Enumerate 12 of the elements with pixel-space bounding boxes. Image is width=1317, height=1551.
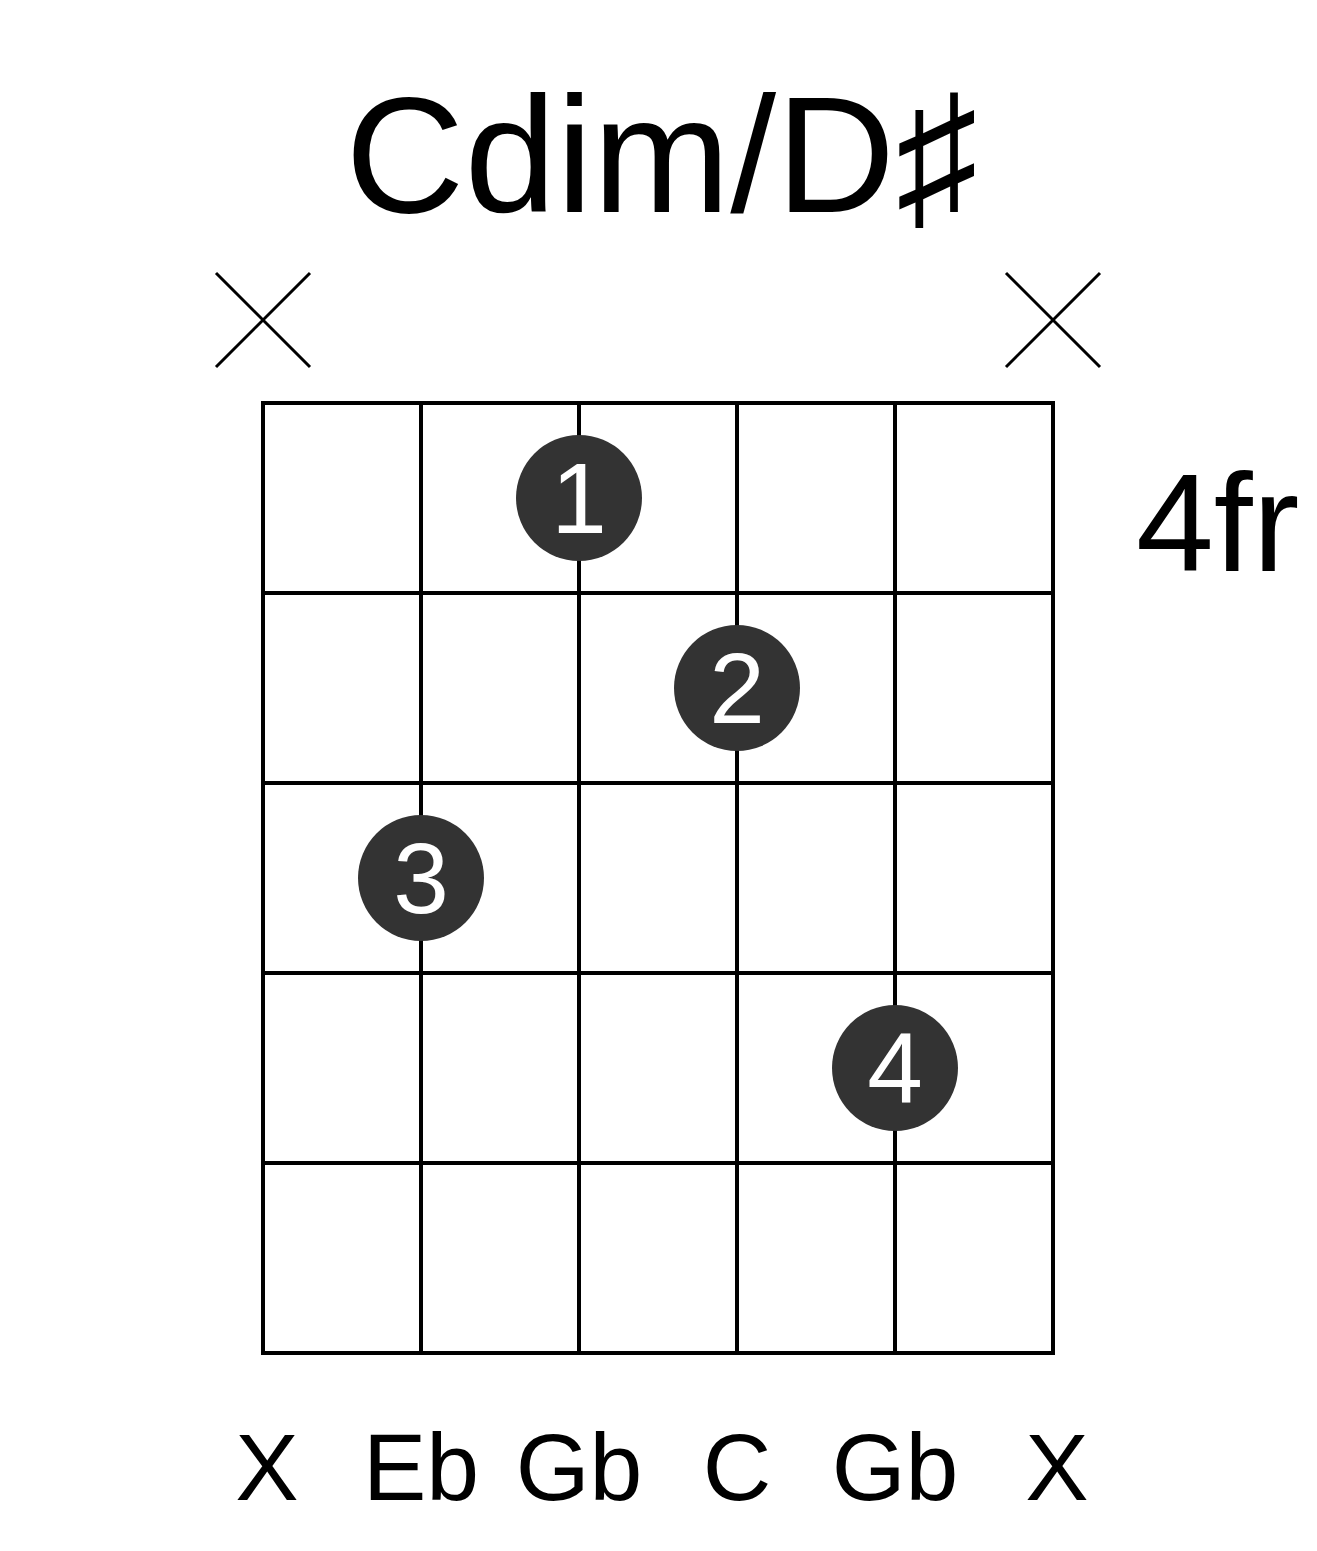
string-note-label: X xyxy=(1024,1420,1090,1515)
finger-number: 3 xyxy=(393,828,449,928)
fret-position-label: 4fr xyxy=(1136,453,1300,593)
finger-number: 1 xyxy=(551,448,607,548)
chord-title: Cdim/D♯ xyxy=(345,73,978,238)
finger-number: 2 xyxy=(709,638,765,738)
string-note-label: Gb xyxy=(514,1420,644,1515)
string-note-label: Gb xyxy=(830,1420,960,1515)
string-note-label: Eb xyxy=(361,1420,481,1515)
finger-number: 4 xyxy=(867,1018,923,1118)
string-note-label: C xyxy=(701,1420,773,1515)
string-note-label: X xyxy=(234,1420,300,1515)
